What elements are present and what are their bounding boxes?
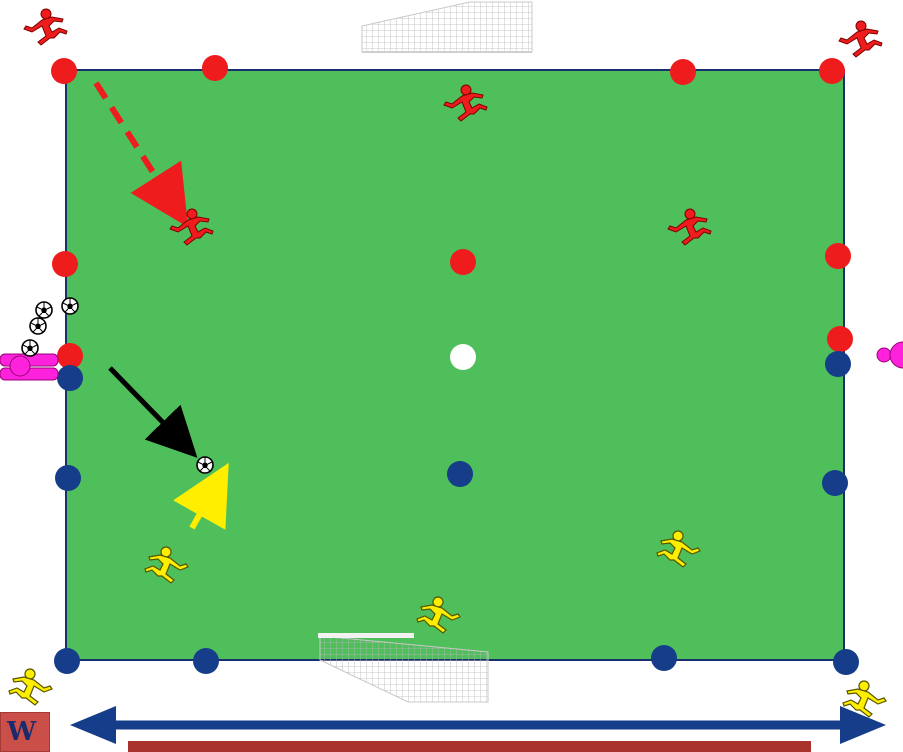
left-coach-icon <box>0 354 58 380</box>
blue-cone <box>55 465 81 491</box>
blue-cone <box>833 649 859 675</box>
logo-text: W <box>7 717 36 747</box>
blue-cone <box>822 470 848 496</box>
blue-cone <box>825 351 851 377</box>
red-cone <box>51 58 77 84</box>
red-cone <box>825 243 851 269</box>
red-cone <box>827 326 853 352</box>
running-player-icon <box>839 21 882 57</box>
width-arrow <box>70 706 886 744</box>
red-cone <box>450 249 476 275</box>
running-player-icon <box>24 9 67 45</box>
footer-bar <box>128 741 811 752</box>
right-coach-icon <box>877 342 903 368</box>
red-cone <box>670 59 696 85</box>
red-cone <box>202 55 228 81</box>
blue-cone <box>193 648 219 674</box>
soccer-ball-icon <box>197 457 213 473</box>
center-spot <box>450 344 476 370</box>
blue-cone <box>57 365 83 391</box>
soccer-ball-icon <box>36 302 52 318</box>
logo-tab: W <box>0 712 50 752</box>
running-player-icon <box>9 669 52 705</box>
soccer-ball-icon <box>30 318 46 334</box>
soccer-ball-icon <box>62 298 78 314</box>
red-cone <box>52 251 78 277</box>
blue-cone <box>447 461 473 487</box>
top-goal-icon <box>362 2 532 52</box>
red-cone <box>819 58 845 84</box>
blue-cone <box>651 645 677 671</box>
blue-cone <box>54 648 80 674</box>
soccer-ball-icon <box>22 340 38 356</box>
